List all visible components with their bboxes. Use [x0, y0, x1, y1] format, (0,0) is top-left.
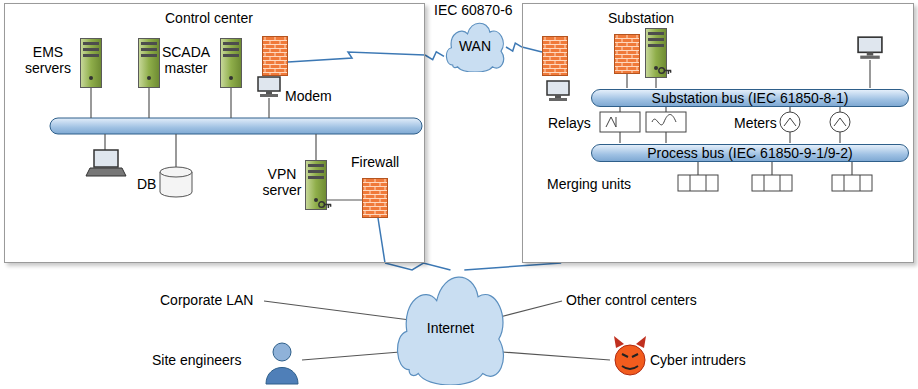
- part-label: Other control centers: [566, 292, 697, 308]
- network-link: [464, 263, 561, 270]
- substation-bus: Substation bus (IEC 61850-8-1): [591, 89, 909, 107]
- network-link: [425, 52, 444, 60]
- part-label: Modem: [285, 88, 332, 104]
- node-label: Substation bus (IEC 61850-8-1): [652, 90, 849, 106]
- part-label: Meters: [734, 115, 777, 131]
- part-label: Merging units: [547, 176, 631, 192]
- part-label: IEC 60870-6: [434, 2, 513, 18]
- network-link: [385, 263, 451, 270]
- region-title: Control center: [165, 10, 253, 26]
- network-link: [506, 43, 522, 51]
- node-label: WAN: [459, 38, 491, 54]
- process-bus: Process bus (IEC 61850-9-1/9-2): [591, 144, 909, 162]
- part-label: Relays: [548, 115, 591, 131]
- wan-cloud: WAN: [444, 20, 506, 72]
- part-label: Cyber intruders: [650, 352, 746, 368]
- internet-cloud: Internet: [393, 270, 508, 385]
- node-label: Internet: [427, 320, 474, 336]
- part-label: EMS servers: [18, 44, 78, 76]
- part-label: VPN server: [260, 166, 304, 198]
- node-label: Process bus (IEC 61850-9-1/9-2): [647, 145, 852, 161]
- region-title: Substation: [608, 10, 674, 26]
- substation-box: SubstationSubstation bus (IEC 61850-8-1)…: [522, 3, 914, 263]
- part-label: SCADA master: [156, 44, 216, 76]
- control-center-box: Control center: [4, 3, 425, 263]
- part-label: Corporate LAN: [160, 292, 253, 308]
- part-label: Firewall: [351, 154, 399, 170]
- part-label: DB: [137, 176, 156, 192]
- part-label: Site engineers: [152, 352, 242, 368]
